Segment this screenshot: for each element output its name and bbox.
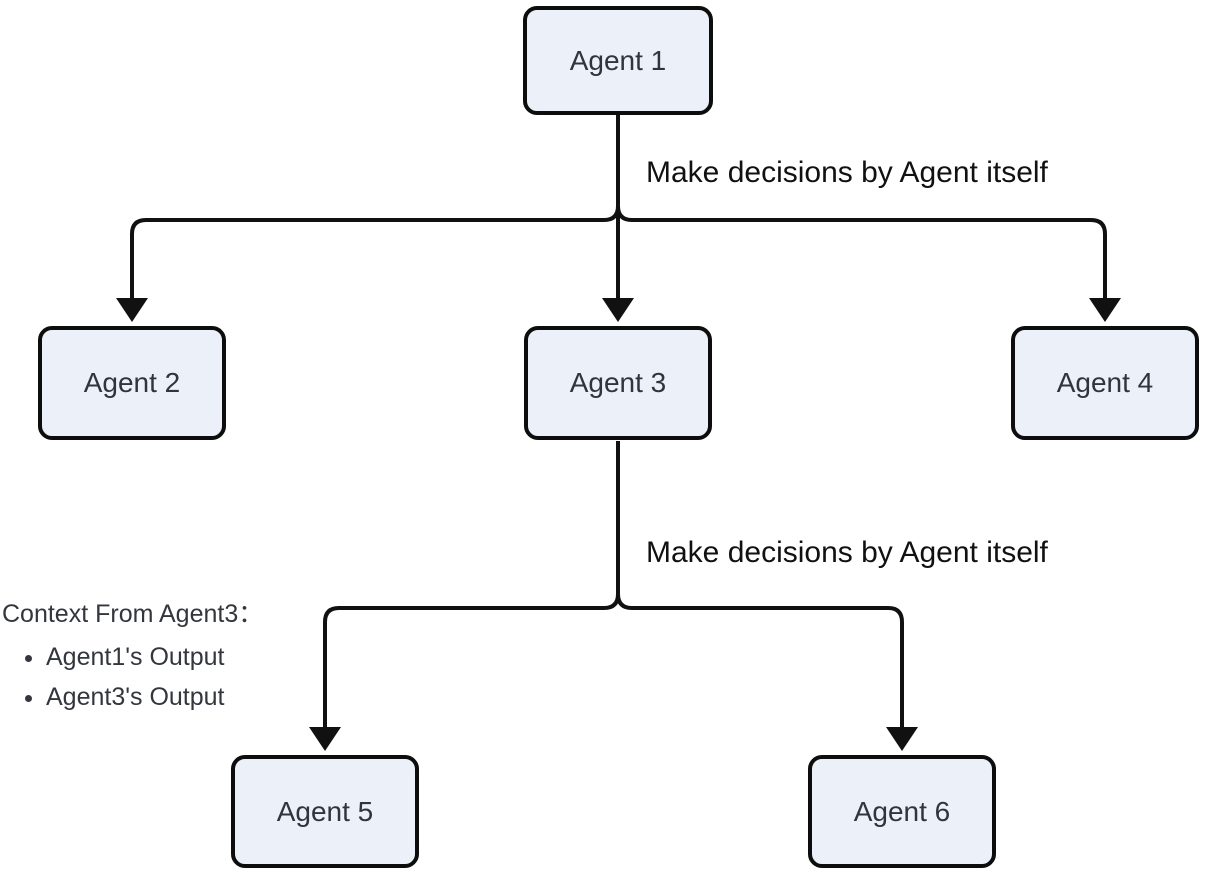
context-note-title: Context From Agent3：	[2, 600, 264, 628]
node-agent2-label: Agent 2	[83, 367, 181, 398]
arrowhead-icon-agent6	[886, 727, 918, 751]
node-agent4-label: Agent 4	[1056, 367, 1154, 398]
context-note-list: Agent1's Output Agent3's Output	[2, 637, 263, 717]
node-agent6: Agent 6	[808, 755, 996, 868]
edge-agent1-agent2	[130, 205, 620, 302]
edge-label-agent1-children: Make decisions by Agent itself	[646, 156, 1048, 189]
arrowhead-icon-agent2	[116, 298, 148, 322]
arrowhead-icon-agent4	[1089, 298, 1121, 322]
edge-label-agent3-children: Make decisions by Agent itself	[646, 536, 1048, 569]
edge-agent1-agent4	[616, 205, 1107, 302]
context-note-item: Agent3's Output	[46, 677, 263, 717]
node-agent5: Agent 5	[231, 755, 419, 868]
arrowhead-icon-agent5	[309, 727, 341, 751]
node-agent1: Agent 1	[523, 6, 713, 115]
node-agent4: Agent 4	[1011, 326, 1199, 440]
node-agent3: Agent 3	[524, 326, 712, 440]
node-agent6-label: Agent 6	[853, 795, 951, 827]
context-note: Context From Agent3： Agent1's Output Age…	[2, 599, 263, 717]
context-note-item: Agent1's Output	[46, 637, 263, 677]
node-agent3-label: Agent 3	[569, 367, 667, 398]
edge-agent3-agent6	[616, 593, 904, 731]
node-agent5-label: Agent 5	[276, 795, 374, 827]
arrowhead-icon-agent3	[602, 298, 634, 322]
edge-agent3-agent5	[323, 593, 620, 731]
node-agent2: Agent 2	[38, 326, 226, 440]
node-agent1-label: Agent 1	[569, 44, 667, 76]
